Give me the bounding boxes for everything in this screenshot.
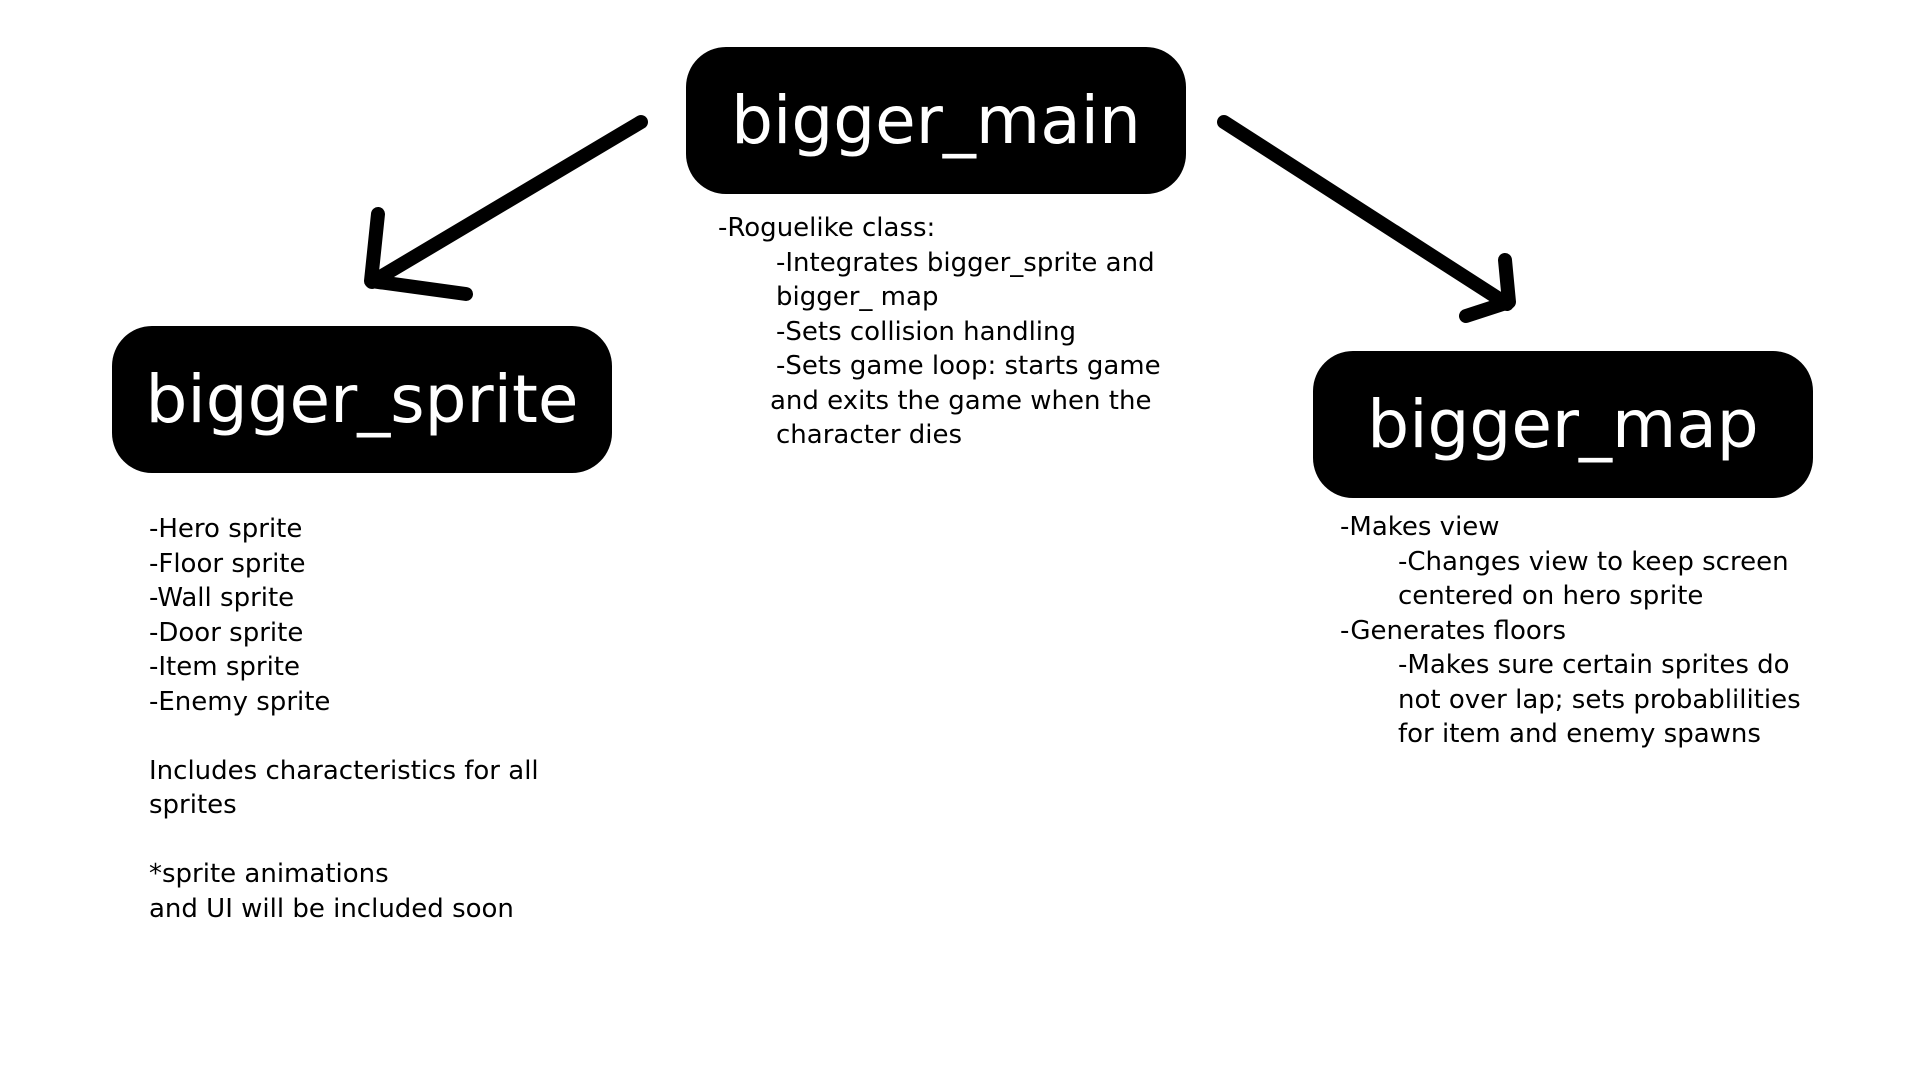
sprite-note-line: and UI will be included soon	[149, 893, 514, 924]
sprite-list-item: -Hero sprite	[149, 514, 303, 544]
arrow-main-to-sprite-head	[364, 207, 473, 301]
map-desc-line: centered on hero sprite	[1398, 581, 1704, 611]
node-bigger-sprite-label: bigger_sprite	[145, 360, 579, 438]
sprite-note-line: *sprite animations	[149, 859, 389, 889]
sprite-note-line: Includes characteristics for all	[149, 755, 539, 786]
bigger-main-description: -Roguelike class: -Integrates bigger_spr…	[718, 211, 1161, 453]
sprite-list-item: -Enemy sprite	[149, 686, 331, 717]
bigger-sprite-description: -Hero sprite -Floor sprite -Wall sprite …	[149, 512, 539, 926]
bigger-map-description: -Makes view -Changes view to keep screen…	[1340, 510, 1801, 752]
map-desc-line: not over lap; sets probablilities	[1398, 684, 1801, 715]
main-desc-line: -Roguelike class:	[718, 213, 936, 243]
sprite-list-item: -Wall sprite	[149, 583, 295, 613]
sprite-note-line: sprites	[149, 790, 237, 820]
spacer	[149, 823, 539, 858]
main-desc-line: and exits the game when the	[770, 385, 1152, 416]
main-desc-line: -Integrates bigger_sprite and	[776, 247, 1155, 278]
spacer	[149, 719, 539, 754]
node-bigger-main-label: bigger_main	[731, 81, 1141, 159]
node-bigger-sprite: bigger_sprite	[112, 326, 612, 473]
arrow-main-to-map-head	[1459, 253, 1516, 323]
main-desc-line: bigger_ map	[776, 282, 939, 312]
arrow-main-to-map	[1217, 115, 1514, 311]
node-bigger-map-label: bigger_map	[1367, 385, 1759, 463]
main-desc-line: -Sets game loop: starts game	[776, 351, 1161, 381]
node-bigger-map: bigger_map	[1313, 351, 1813, 498]
map-desc-line: -Makes sure certain sprites do	[1398, 650, 1790, 680]
map-desc-line: -Changes view to keep screen	[1398, 546, 1789, 577]
arrow-main-to-sprite	[365, 115, 648, 289]
main-desc-line: character dies	[776, 420, 963, 450]
node-bigger-main: bigger_main	[686, 47, 1186, 194]
sprite-list-item: -Floor sprite	[149, 548, 306, 579]
main-desc-line: -Sets collision handling	[776, 316, 1077, 347]
map-desc-line: for item and enemy spawns	[1398, 719, 1761, 749]
map-desc-line: -Generates floors	[1340, 615, 1567, 646]
sprite-list-item: -Door sprite	[149, 617, 304, 648]
sprite-list-item: -Item sprite	[149, 652, 300, 682]
map-desc-line: -Makes view	[1340, 512, 1500, 542]
